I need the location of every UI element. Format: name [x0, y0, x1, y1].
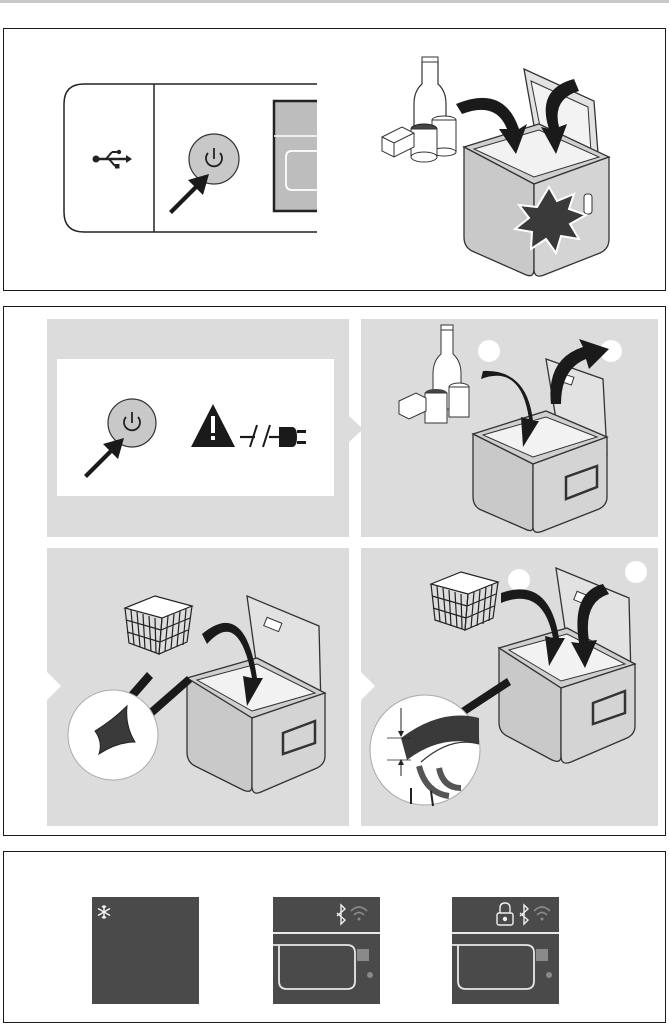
control-panel-illustration	[64, 84, 317, 232]
display-1-art	[92, 897, 199, 1004]
step-3-clean-panel	[47, 548, 349, 826]
display-2-art	[273, 897, 380, 1004]
display-window	[274, 101, 317, 211]
power-icon	[108, 399, 156, 447]
step-4-art	[361, 548, 658, 826]
figure-1-art	[4, 29, 667, 292]
cooler-box-open	[187, 596, 325, 793]
step-2-empty-box-panel	[361, 319, 658, 537]
power-button-icon	[189, 134, 239, 184]
figure-cleaning-steps	[3, 306, 666, 836]
display-3-art	[452, 897, 559, 1004]
display-connected	[273, 897, 380, 1004]
lock-icon	[497, 903, 513, 925]
page-top-rule	[0, 0, 669, 3]
step-marker-2	[625, 561, 647, 583]
wifi-icon	[534, 907, 550, 921]
bluetooth-icon	[520, 905, 528, 924]
basket-icon	[431, 572, 498, 630]
step-3-art	[47, 548, 349, 826]
step-marker-1	[478, 340, 500, 362]
bluetooth-icon	[337, 905, 345, 924]
step-marker-1	[508, 569, 530, 591]
display-locked	[452, 897, 559, 1004]
step-1-art	[47, 319, 349, 537]
snowflake-icon	[98, 905, 110, 919]
drain-detail-circle	[370, 695, 480, 805]
step-4-reassemble-panel	[361, 548, 658, 826]
display-cooling-mode	[92, 897, 199, 1004]
cooler-box-open	[473, 359, 607, 532]
step-1-switch-off-panel	[47, 319, 349, 537]
food-items-illustration	[382, 57, 456, 162]
step-2-art	[361, 319, 658, 537]
wifi-icon	[351, 907, 367, 921]
figure-display-indicators	[3, 851, 666, 1023]
basket-icon	[125, 596, 192, 654]
figure-power-on-and-load	[3, 28, 666, 291]
